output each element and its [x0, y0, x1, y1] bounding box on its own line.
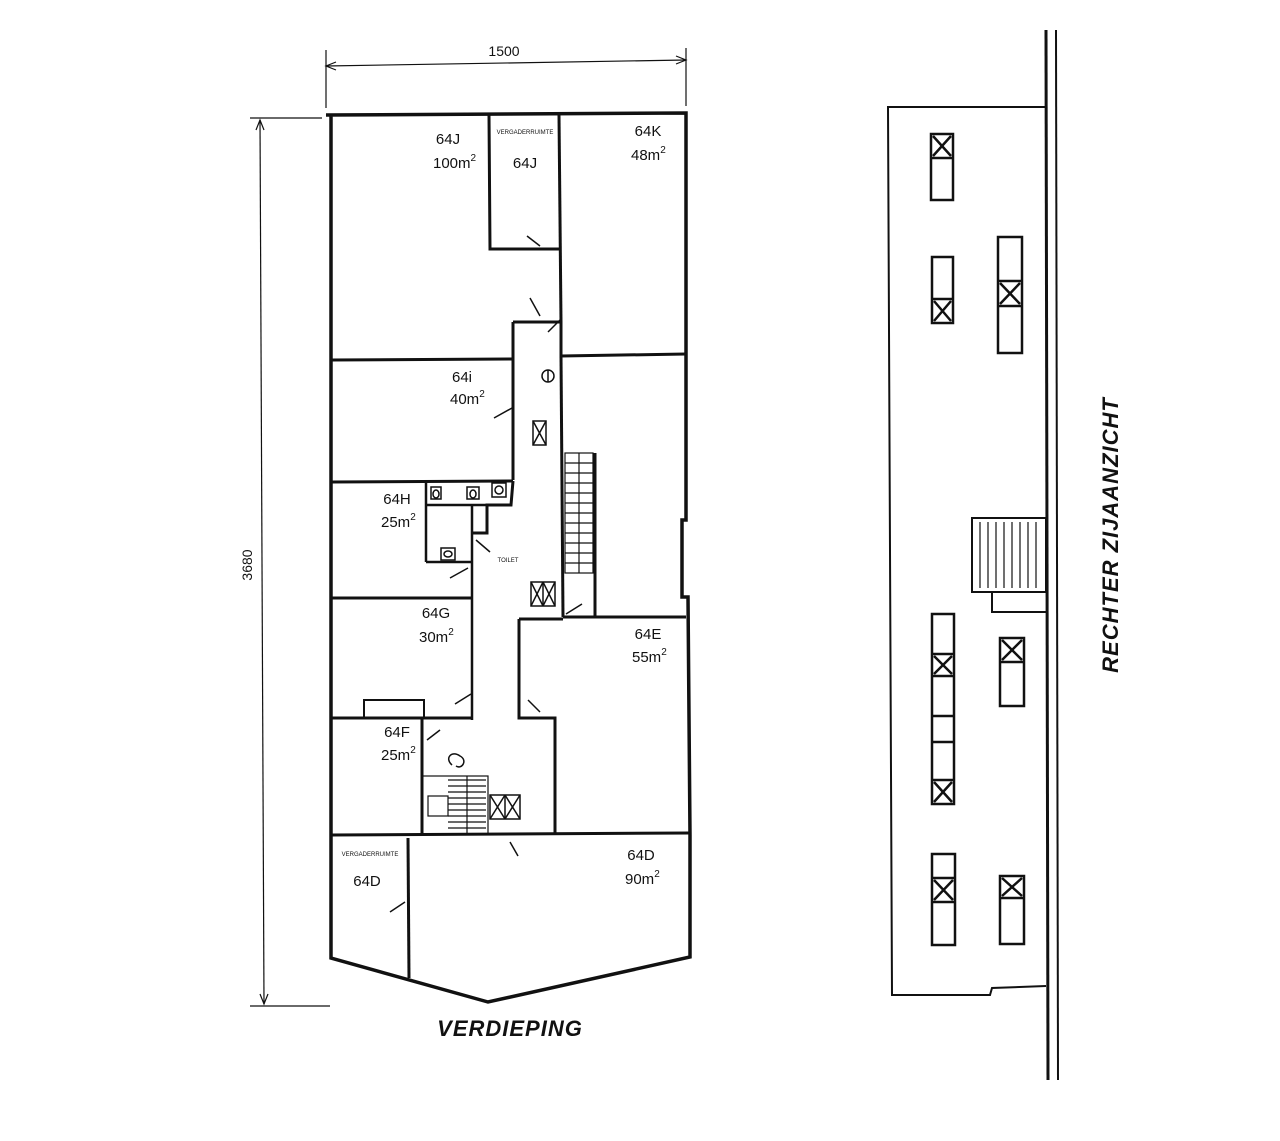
room-64g: 64G 30m2	[419, 605, 454, 646]
toilet-label: TOILET	[498, 558, 519, 564]
room-64j-meeting: VERGADERRUIMTE 64J	[497, 130, 554, 172]
width-dimension-label: 1500	[488, 43, 519, 59]
lift-south	[489, 794, 521, 820]
room-64k: 64K 48m2	[631, 123, 666, 164]
room-64f-area: 25m2	[381, 745, 416, 764]
height-dimension-label: 3680	[239, 549, 255, 580]
room-64d: 64D 90m2	[625, 847, 660, 888]
room-64e-area: 55m2	[632, 647, 667, 666]
room-64f: 64F 25m2	[381, 724, 416, 764]
room-64f-number: 64F	[384, 724, 410, 741]
room-64i-area: 40m2	[450, 389, 485, 408]
room-64j-meeting-label: VERGADERRUIMTE	[497, 130, 554, 136]
staircase-north	[564, 452, 594, 574]
height-dimension	[250, 117, 330, 1007]
lift-middle	[530, 581, 556, 607]
room-64g-area: 30m2	[419, 627, 454, 646]
elevation-windows	[929, 132, 1026, 947]
room-64i: 64i 40m2	[450, 369, 485, 408]
room-64j-number: 64J	[436, 131, 460, 148]
room-64g-number: 64G	[422, 605, 450, 622]
plan-title: VERDIEPING	[437, 1016, 583, 1041]
room-64h-area: 25m2	[381, 512, 416, 531]
room-64e: 64E 55m2	[632, 626, 667, 666]
lift-north	[532, 420, 547, 446]
room-64e-number: 64E	[635, 626, 662, 643]
side-elevation	[886, 29, 1059, 1081]
room-64j-meeting-number: 64J	[513, 155, 537, 172]
room-64h-number: 64H	[383, 491, 411, 508]
side-elevation-title: RECHTER ZIJAANZICHT	[1098, 397, 1123, 673]
room-64d-number: 64D	[627, 847, 655, 864]
room-64d-area: 90m2	[625, 869, 660, 888]
room-64d-meeting-number: 64D	[353, 873, 381, 890]
staircase-south	[421, 775, 489, 835]
toilet-fixtures	[430, 369, 555, 768]
room-64j-area: 100m2	[433, 153, 477, 172]
room-64j: 64J 100m2	[433, 131, 477, 172]
room-64d-meeting-label: VERGADERRUIMTE	[342, 852, 399, 858]
room-64i-number: 64i	[452, 369, 472, 386]
room-64d-meeting: VERGADERRUIMTE 64D	[342, 852, 399, 890]
room-64k-number: 64K	[635, 123, 662, 140]
room-64h: 64H 25m2	[381, 491, 416, 531]
width-dimension	[324, 48, 688, 108]
room-64k-area: 48m2	[631, 145, 666, 164]
